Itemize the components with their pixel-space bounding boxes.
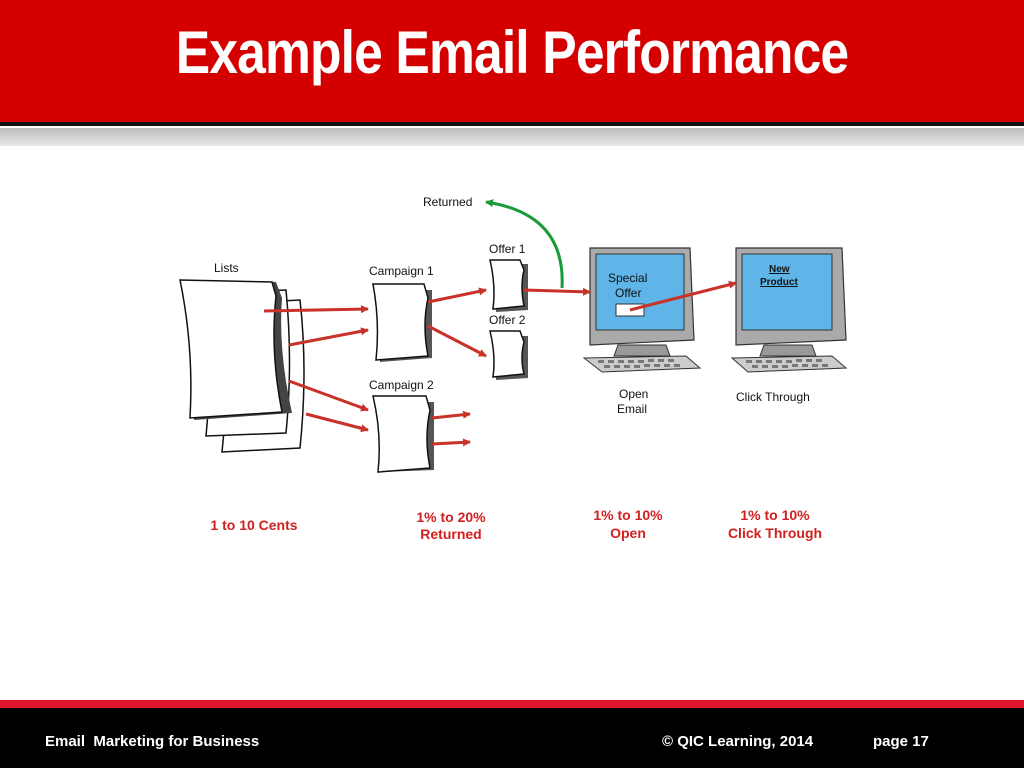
- arrow-lists-campaign2-a: [288, 379, 369, 412]
- arrow-offer1-computer: [523, 287, 591, 296]
- computer-open-email: [582, 247, 702, 373]
- offer2-doc: [489, 330, 528, 380]
- stat-open-pct: 1% to 10%: [593, 507, 663, 523]
- slide-title: Example Email Performance: [175, 19, 849, 86]
- stat-returned-label: Returned: [420, 526, 481, 542]
- open-email-line2: Email: [617, 402, 647, 416]
- footer-stripe: [0, 700, 1024, 708]
- footer-course-title: Email Marketing for Business: [45, 733, 260, 750]
- flow-arrows: [263, 280, 737, 447]
- campaign1-label: Campaign 1: [369, 264, 434, 278]
- title-bar-shadow: [0, 128, 1024, 146]
- offer1-doc: [489, 259, 528, 312]
- screen2-line2: Product: [760, 277, 798, 288]
- returned-label: Returned: [423, 195, 472, 209]
- arrow-campaign1-offer1: [427, 287, 487, 304]
- click-through-label: Click Through: [736, 390, 810, 404]
- returned-arrow: [485, 199, 564, 289]
- arrow-lists-campaign2-b: [305, 412, 369, 433]
- arrow-special-offer-new-product: [629, 280, 737, 312]
- stat-cost: 1 to 10 Cents: [210, 517, 297, 533]
- lists-label: Lists: [214, 261, 239, 275]
- screen1-line2: Offer: [615, 286, 641, 300]
- footer-copyright: © QIC Learning, 2014: [662, 733, 814, 750]
- screen2-line1: New: [769, 264, 790, 275]
- title-bar: [0, 0, 1024, 126]
- open-email-line1: Open: [619, 387, 648, 401]
- footer-bar: [0, 708, 1024, 768]
- stat-click-label: Click Through: [728, 525, 822, 541]
- arrow-lists-campaign1-a: [263, 305, 369, 314]
- screen1-line1: Special: [608, 271, 647, 285]
- campaign1-doc: [372, 283, 432, 362]
- arrow-campaign2-out-b: [431, 438, 471, 447]
- footer-page-number: page 17: [873, 733, 929, 750]
- offer2-label: Offer 2: [489, 313, 526, 327]
- offer1-label: Offer 1: [489, 242, 526, 256]
- lists-stack: [179, 279, 305, 453]
- stat-returned-pct: 1% to 20%: [416, 509, 486, 525]
- arrow-lists-campaign1-b: [288, 327, 369, 347]
- campaign2-doc: [372, 395, 434, 473]
- computer-click-through: [730, 247, 848, 373]
- stat-click-pct: 1% to 10%: [740, 507, 810, 523]
- arrow-campaign2-out-a: [431, 410, 471, 420]
- campaign2-label: Campaign 2: [369, 378, 434, 392]
- arrow-campaign1-offer2: [427, 324, 487, 358]
- stat-open-label: Open: [610, 525, 646, 541]
